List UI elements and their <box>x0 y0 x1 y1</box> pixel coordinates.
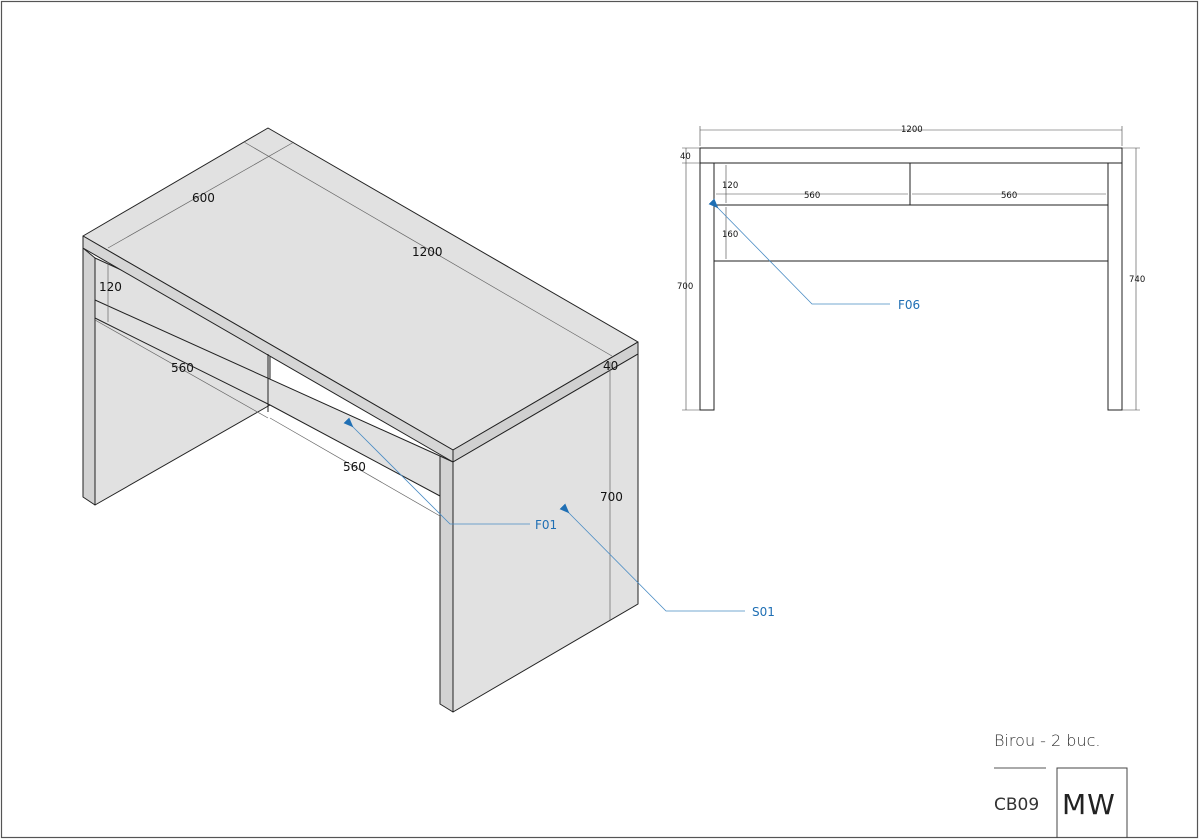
dim-drawer-height-label: 120 <box>99 280 122 294</box>
title-block: Birou - 2 buc. CB09 MW <box>994 731 1128 838</box>
dim-drawer-width-top-label: 560 <box>171 361 194 375</box>
drawing-title: Birou - 2 buc. <box>994 731 1100 750</box>
right-leg-side <box>452 353 639 713</box>
left-leg-front <box>82 247 96 506</box>
isometric-view <box>82 127 639 713</box>
front-left-leg <box>699 162 715 411</box>
front-dim-drawer-right-width: 560 <box>1001 191 1017 201</box>
isometric-dimension-labels: 600 1200 120 560 560 40 700 <box>99 191 623 504</box>
front-top <box>699 147 1123 164</box>
callout-f06: F06 <box>898 298 920 312</box>
drawing-code: CB09 <box>994 795 1039 815</box>
front-dim-panel-height: 160 <box>722 230 738 240</box>
front-dim-drawer-left-width: 560 <box>804 191 820 201</box>
callout-leader-f01 <box>343 417 530 525</box>
right-leg-front <box>439 455 454 713</box>
front-dim-overall-width: 1200 <box>901 125 923 135</box>
front-dim-drawer-height: 120 <box>722 181 738 191</box>
dim-leg-height-label: 700 <box>600 490 623 504</box>
logo-box <box>1056 767 1128 838</box>
callout-s01: S01 <box>752 605 775 619</box>
dim-depth-label: 600 <box>192 191 215 205</box>
front-dim-overall-height: 740 <box>1129 275 1145 285</box>
front-view-dimension-lines <box>682 126 1140 411</box>
dim-length-label: 1200 <box>412 245 443 259</box>
dim-drawer-width-bottom-label: 560 <box>343 460 366 474</box>
front-drawer-right <box>909 162 1109 206</box>
dim-top-thickness-label: 40 <box>603 359 618 373</box>
front-right-leg <box>1107 162 1123 411</box>
front-view <box>699 147 1123 411</box>
isometric-callout-lines <box>343 417 745 612</box>
callout-f01: F01 <box>535 518 557 532</box>
callout-leader-s01 <box>559 503 745 612</box>
callout-leader-f06 <box>708 198 890 305</box>
front-dim-top-thickness: 40 <box>680 152 691 162</box>
isometric-dimension-lines <box>94 141 613 620</box>
front-view-dimension-labels: 1200 40 120 560 560 160 700 740 <box>677 125 1145 292</box>
front-dim-leg-height: 700 <box>677 282 693 292</box>
logo-mw: MW <box>1062 788 1116 821</box>
